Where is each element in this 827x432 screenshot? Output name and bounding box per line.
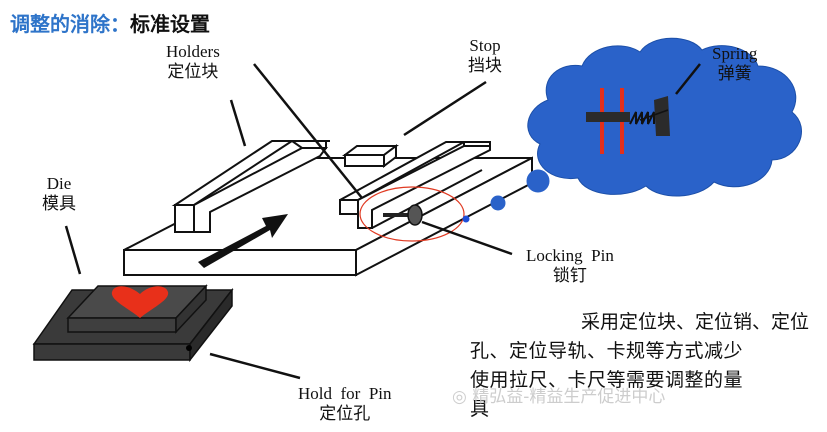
heart-icon xyxy=(111,286,169,318)
description-line-2: 孔、定位导轨、卡规等方式减少 xyxy=(470,340,744,362)
die xyxy=(32,284,234,363)
watermark-text: 精弘益-精益生产促进中心 xyxy=(472,387,666,407)
die-label-en: Die xyxy=(46,174,72,193)
spring-label-en: Spring xyxy=(712,44,758,63)
pin-dot xyxy=(462,215,470,223)
hold-for-pin-label: Hold for Pin 定位孔 xyxy=(298,384,392,424)
stop-label-en: Stop xyxy=(469,36,501,55)
die-label: Die 模具 xyxy=(42,174,76,214)
holders-label-zh: 定位块 xyxy=(167,62,219,81)
watermark: ◎ 精弘益-精益生产促进中心 xyxy=(452,382,665,407)
description-text: 采用定位块、定位销、定位 孔、定位导轨、卡规等方式减少 使用拉尺、卡尺等需要调整… xyxy=(470,308,815,424)
description-line-3: 使用拉尺、卡尺等需要调整的量 xyxy=(470,369,744,391)
stop-label-zh: 挡块 xyxy=(468,56,502,75)
title-main: 标准设置 xyxy=(130,12,210,36)
die-label-zh: 模具 xyxy=(42,194,76,213)
description-line-4: 具 xyxy=(470,398,490,420)
stop-label: Stop 挡块 xyxy=(468,36,502,76)
locking-pin-label-zh: 锁钉 xyxy=(552,266,587,285)
die-pin-hole xyxy=(186,345,192,351)
left-holder-rail xyxy=(171,140,330,233)
holders-label-en: Holders xyxy=(166,42,220,61)
hold-for-pin-label-en: Hold for Pin xyxy=(298,384,392,403)
stop-block xyxy=(342,144,399,168)
locking-pin xyxy=(383,204,423,226)
spring-label-zh: 弹簧 xyxy=(717,64,752,83)
locking-pin-label: Locking Pin 锁钉 xyxy=(526,246,614,286)
spring-label: Spring 弹簧 xyxy=(712,44,757,84)
thought-bubble-medium xyxy=(490,195,506,211)
direction-arrow xyxy=(198,214,288,268)
page-title: 调整的消除：标准设置 xyxy=(10,8,210,37)
description-line-1: 采用定位块、定位销、定位 xyxy=(580,311,809,333)
hold-for-pin-label-zh: 定位孔 xyxy=(319,404,371,423)
locking-pin-highlight xyxy=(359,186,465,242)
title-prefix: 调整的消除： xyxy=(10,12,130,36)
thought-bubble-large xyxy=(526,169,550,193)
spring-assembly xyxy=(586,88,670,154)
right-holder-rail xyxy=(339,141,491,229)
wechat-icon: ◎ xyxy=(452,387,473,407)
holders-label: Holders 定位块 xyxy=(166,42,220,82)
locking-pin-label-en: Locking Pin xyxy=(526,246,614,265)
leader-lines xyxy=(64,63,701,380)
